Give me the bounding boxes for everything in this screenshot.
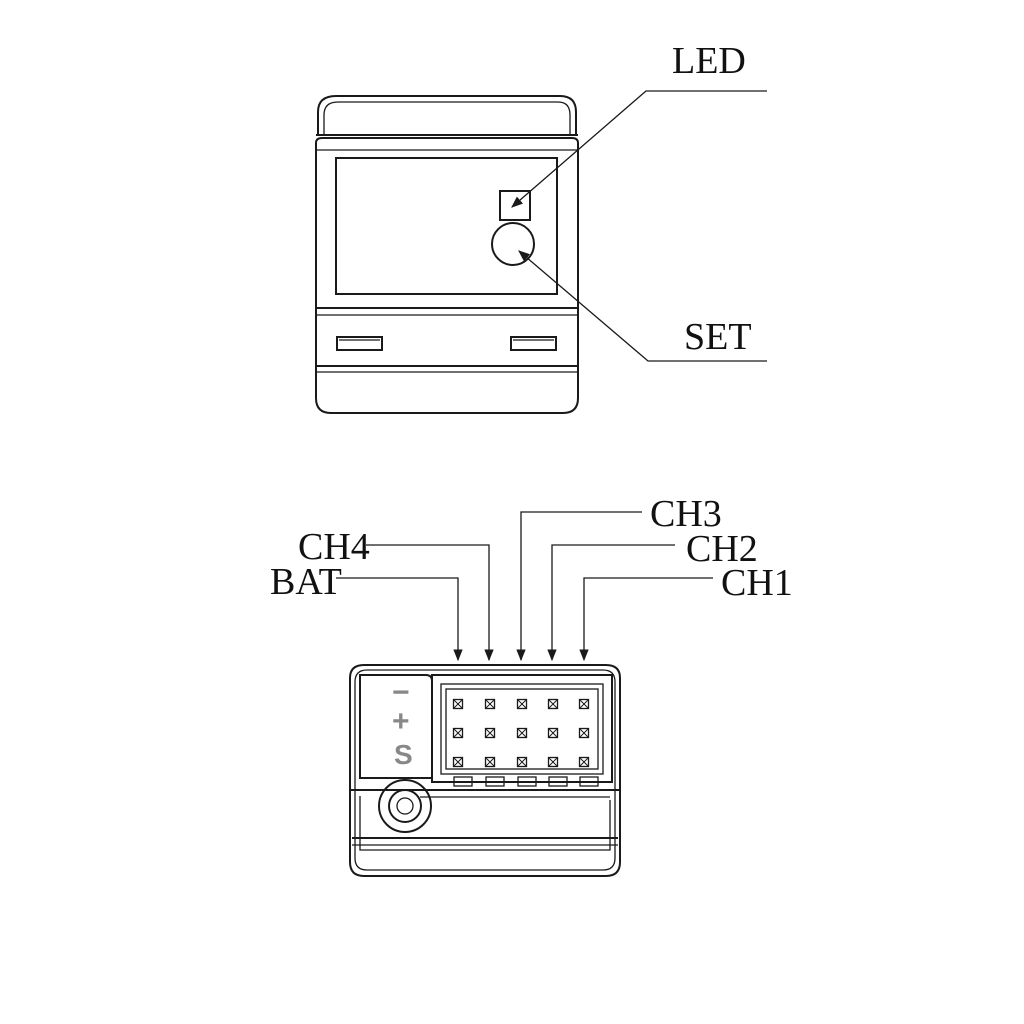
ch4-label: CH4 [298,526,370,568]
led-leader-line [511,90,767,208]
ch3-label: CH3 [650,493,722,535]
led-indicator [499,190,531,221]
pin [452,698,464,710]
right-slot [510,336,557,351]
ch1-leader-line [579,577,713,662]
polarity-plus-label: + [392,705,410,738]
pin [452,727,464,739]
pin-header [431,674,613,783]
ch2-leader-line [547,544,675,662]
top-view-housing [315,95,579,414]
left-slot [336,336,383,351]
pin [452,756,464,768]
pin [547,727,559,739]
pin [516,727,528,739]
pin [484,727,496,739]
set-leader-line [518,250,767,362]
pin [516,698,528,710]
pin [578,698,590,710]
led-label: LED [672,40,746,82]
pin [578,756,590,768]
set-label: SET [684,316,752,358]
set-button[interactable] [491,222,535,266]
bat-label: BAT [270,561,342,603]
pin [516,756,528,768]
pin [484,756,496,768]
pin [547,756,559,768]
polarity-signal-label: S [394,739,413,770]
pin [547,698,559,710]
top-view: LED SET [315,40,767,414]
pin [578,727,590,739]
ch1-label: CH1 [721,562,793,604]
bat-leader-line [336,577,463,662]
pin-grid [452,698,590,768]
ch3-leader-line [516,511,642,662]
pin [484,698,496,710]
bottom-view-housing [349,664,621,877]
bottom-view: − + S CH3 CH4 CH2 BAT CH1 [270,493,793,877]
ch2-label: CH2 [686,528,758,570]
polarity-minus-label: − [392,676,410,709]
ch4-leader-line [366,544,494,662]
mounting-screw [378,779,432,833]
